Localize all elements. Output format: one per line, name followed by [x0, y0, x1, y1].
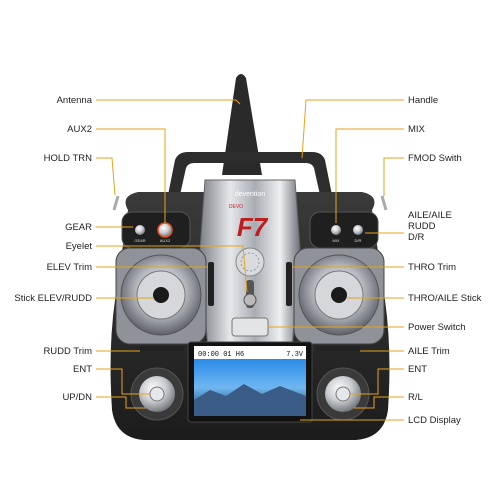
- aux2-knob[interactable]: [157, 222, 173, 238]
- label-mix: MIX: [408, 123, 425, 135]
- power-switch[interactable]: [231, 317, 269, 337]
- left-ent-button[interactable]: [149, 386, 165, 402]
- switch-label-gear: GEAR: [134, 238, 145, 243]
- leader-lines: [96, 99, 404, 421]
- switch-label-dr: D/R: [355, 238, 362, 243]
- label-handle: Handle: [408, 94, 439, 106]
- label-eyelet: Eyelet: [65, 240, 92, 252]
- label-hold-trn: HOLD TRN: [43, 152, 92, 164]
- label-fmod-swith: FMOD Swith: [408, 152, 462, 164]
- label-power-switch: Power Switch: [408, 321, 466, 333]
- right-vertical-trim[interactable]: [286, 262, 292, 306]
- left-stick-knob[interactable]: [153, 287, 169, 303]
- leader-line-r-l: [354, 396, 404, 409]
- switch-label-aux2: AUX2: [160, 238, 171, 243]
- leader-line-handle: [301, 99, 404, 159]
- model-small-text: DEVO: [229, 204, 243, 210]
- hold-trn-switch[interactable]: [112, 195, 120, 211]
- leader-line-up-dn: [96, 396, 146, 409]
- right-horizontal-trim[interactable]: [316, 346, 360, 351]
- lcd-status-text: 00:00 01 H6: [198, 351, 244, 359]
- left-switch-panel: [121, 211, 191, 249]
- leader-line-fmod-swith: [383, 157, 404, 196]
- model-text: F7: [237, 212, 269, 242]
- right-switch-panel: [309, 211, 379, 249]
- leader-line-mix: [335, 128, 404, 223]
- antenna-shape: [222, 74, 262, 175]
- right-ent-button[interactable]: [335, 386, 351, 402]
- left-vertical-trim[interactable]: [208, 262, 214, 306]
- leader-line-aux2: [96, 128, 166, 223]
- label-elev-trim: ELEV Trim: [46, 261, 92, 273]
- label-thro-aile-stick: THRO/AILE Stick: [408, 292, 482, 304]
- label-antenna: Antenna: [56, 94, 92, 106]
- label-r-l: R/L: [408, 391, 423, 403]
- label-ent-left: ENT: [73, 363, 92, 375]
- right-stick-knob[interactable]: [331, 287, 347, 303]
- label-lcd-display: LCD Display: [408, 414, 461, 426]
- fmod-switch[interactable]: [380, 195, 388, 211]
- switch-label-mix: MIX: [332, 238, 339, 243]
- label-gear: GEAR: [65, 221, 92, 233]
- gear-switch[interactable]: [135, 225, 145, 235]
- lcd-voltage-text: 7.3V: [286, 351, 304, 359]
- dr-switch[interactable]: [353, 225, 363, 235]
- lcd-header: [194, 346, 306, 359]
- leader-line-ent-right: [350, 368, 404, 395]
- label-up-dn: UP/DN: [62, 391, 92, 403]
- label-aux2: AUX2: [67, 123, 92, 135]
- brand-text: devention: [235, 191, 265, 198]
- label-stick-elev-rudd: Stick ELEV/RUDD: [14, 292, 92, 304]
- leader-line-antenna: [96, 99, 241, 105]
- leader-line-ent-left: [96, 368, 150, 395]
- label-rudd-trim: RUDD Trim: [43, 345, 92, 357]
- label-aile-trim: AILE Trim: [408, 345, 450, 357]
- speaker-grille: [235, 247, 265, 277]
- mix-switch[interactable]: [331, 225, 341, 235]
- label-thro-trim: THRO Trim: [408, 261, 457, 273]
- leader-line-hold-trn: [96, 157, 116, 196]
- label-ent-right: ENT: [408, 363, 427, 375]
- eyelet-ring: [243, 293, 257, 307]
- leader-line-eyelet: [96, 245, 248, 293]
- left-horizontal-trim[interactable]: [140, 346, 184, 351]
- handle-shape: [168, 152, 332, 195]
